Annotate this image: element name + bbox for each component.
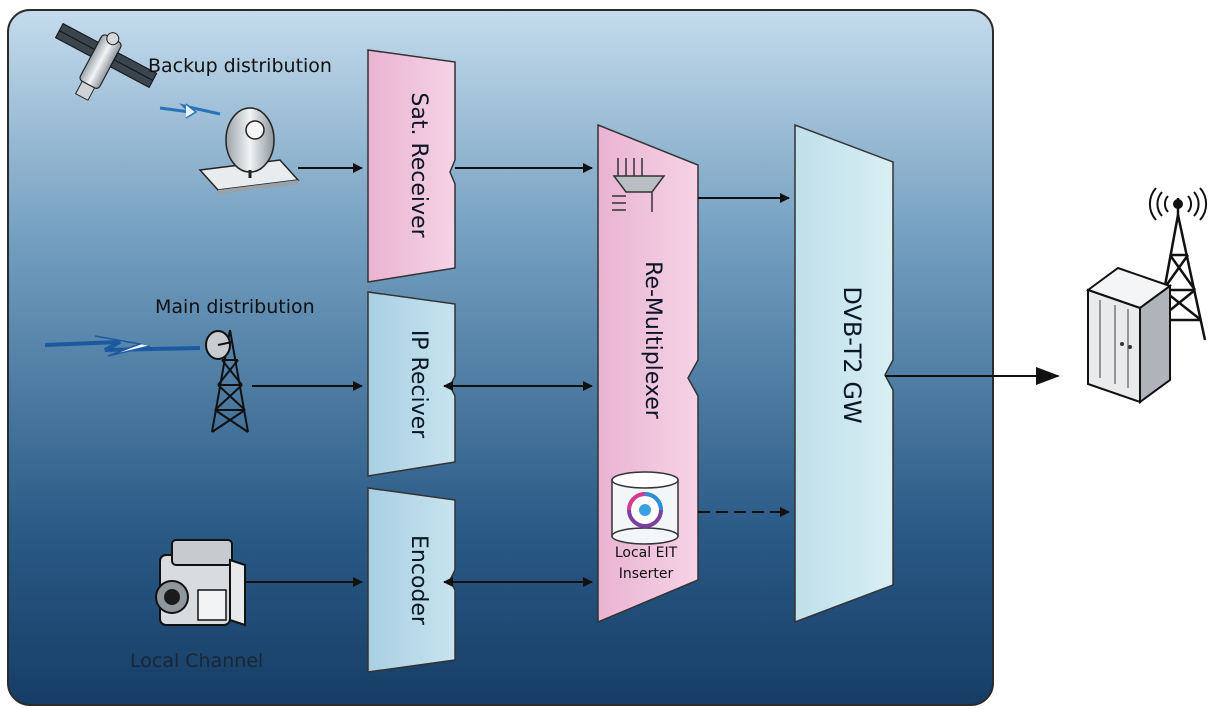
database-icon [612, 472, 678, 544]
remultiplexer-label: Re-Multiplexer [640, 261, 665, 420]
local-channel-label: Local Channel [130, 650, 263, 672]
dvb-t2-gateway-label: DVB-T2 GW [838, 286, 866, 423]
eit-label-line1: Local EIT [615, 545, 678, 561]
backup-distribution-label: Backup distribution [148, 55, 332, 77]
ip-receiver-label: IP Reciver [406, 330, 431, 439]
sat-receiver-label: Sat. Receiver [406, 92, 431, 238]
transmitter-tower-icon [1088, 188, 1206, 402]
main-distribution-label: Main distribution [155, 296, 315, 318]
encoder-label: Encoder [406, 535, 431, 626]
eit-label-line2: Inserter [619, 566, 674, 582]
